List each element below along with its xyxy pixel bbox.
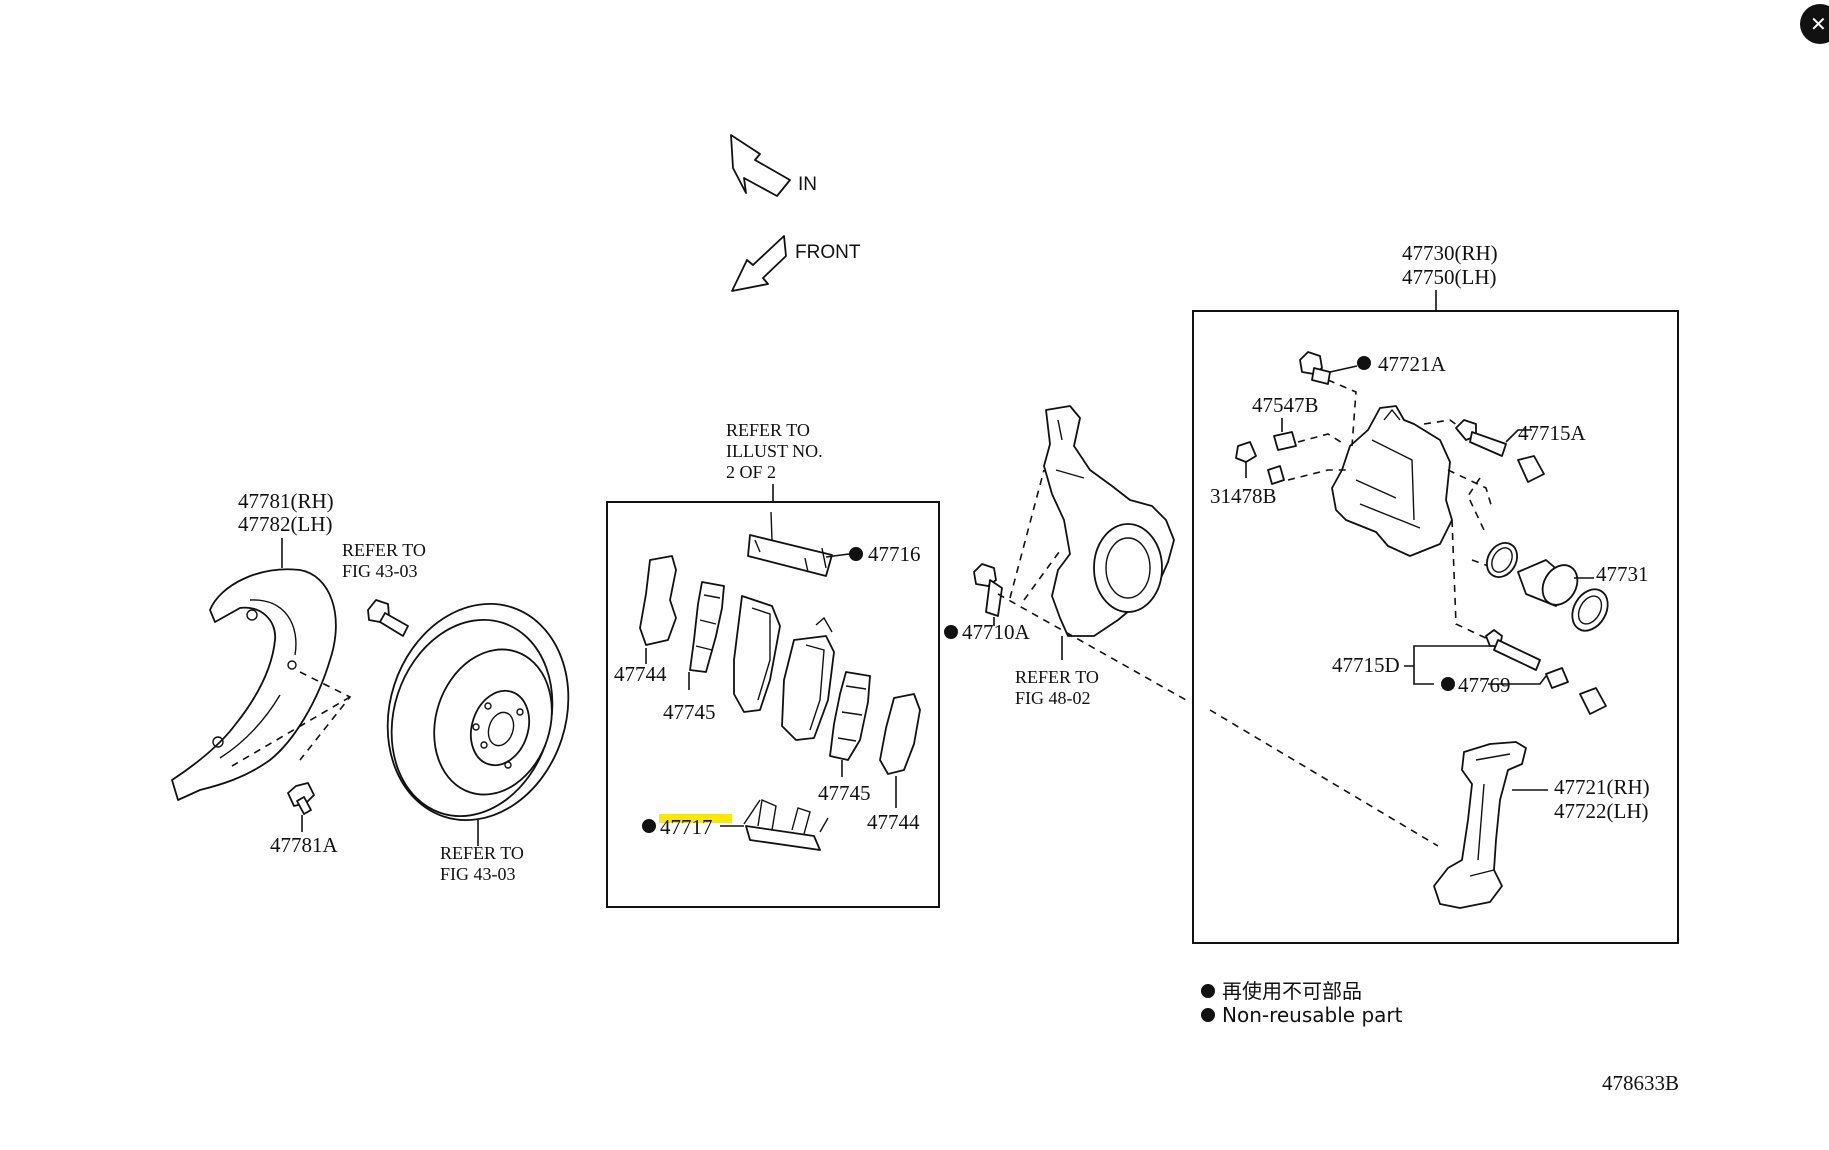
dust-cover-dash	[231, 671, 352, 767]
anti-squeal-shim-left-callout: 47744	[614, 662, 667, 686]
caliper-bolt-leader	[1329, 365, 1358, 373]
rotor-ref-bottom-2: FIG 43-03	[440, 864, 516, 884]
pad-support-lower-dot	[642, 819, 656, 833]
dust-cover-part	[171, 568, 337, 801]
pad-kit-ref-3: 2 OF 2	[726, 462, 776, 482]
legend-en: Non-reusable part	[1222, 1003, 1403, 1027]
brake-pad-left-part	[733, 595, 781, 713]
pad-support-plate-lower-part	[743, 799, 829, 851]
mounting-dash-line	[1209, 709, 1439, 847]
knuckle-ref-2: FIG 48-02	[1015, 688, 1091, 708]
slide-pin-boot-upper-part	[1517, 455, 1545, 483]
mount-bolt-callout: 47710A	[962, 620, 1031, 644]
pad-kit-ref-2: ILLUST NO.	[726, 441, 823, 461]
bleeder-plug-lower-part	[1267, 465, 1285, 485]
slide-pin-upper-part	[1455, 419, 1507, 457]
dust-cover-bolt-callout: 47781A	[270, 833, 339, 857]
close-icon[interactable]: ✕	[1810, 12, 1827, 36]
caliper-bolt-part	[1299, 351, 1331, 385]
inner-shim-left-callout: 47745	[663, 700, 716, 724]
caliper-body-part	[1331, 405, 1453, 557]
dust-boot-part	[1571, 588, 1609, 632]
figure-number: 478633B	[1602, 1071, 1679, 1095]
front-label: FRONT	[795, 242, 861, 263]
dust-cover-bolt-part	[287, 782, 315, 815]
mount-bolt-part	[973, 563, 1003, 617]
rotor-ref-top-1: REFER TO	[342, 540, 426, 560]
rotor-ref-bottom-1: REFER TO	[440, 843, 524, 863]
caliper-bolt-dot	[1357, 356, 1371, 370]
mounting-callout-1: 47721(RH)	[1554, 775, 1650, 799]
pad-support-upper-dot	[849, 547, 863, 561]
anti-squeal-shim-right-part	[879, 693, 921, 775]
pad-support-upper-leader	[825, 553, 850, 558]
knuckle-dash-lines	[997, 469, 1187, 701]
pad-kit-box	[606, 501, 940, 908]
piston-callout: 47731	[1596, 562, 1649, 586]
caliper-box	[1192, 310, 1679, 944]
legend-dot-jp	[1201, 984, 1215, 998]
slide-pin-lower-callout: 47715D	[1332, 653, 1400, 677]
boot-small-part	[1545, 667, 1569, 689]
rotor-ref-top-2: FIG 43-03	[342, 561, 418, 581]
hub-bolt-part	[367, 599, 409, 637]
caliper-assy-callout-1: 47730(RH)	[1402, 241, 1498, 265]
bleeder-cap-callout: 31478B	[1210, 484, 1277, 508]
caliper-bolt-callout: 47721A	[1378, 352, 1447, 376]
close-button[interactable]: ✕	[1800, 4, 1829, 44]
pad-support-lower-highlight	[659, 814, 732, 823]
anti-squeal-shim-right-callout: 47744	[867, 810, 920, 834]
pad-kit-ref-1: REFER TO	[726, 420, 810, 440]
boot-dot	[1441, 677, 1455, 691]
slide-pin-lower-bracket	[1404, 645, 1490, 685]
bleeder-cap-part	[1235, 441, 1257, 463]
in-label: IN	[798, 174, 817, 195]
inner-shim-right-callout: 47745	[818, 781, 871, 805]
mounting-callout-2: 47722(LH)	[1554, 799, 1648, 823]
inner-shim-left-part	[689, 581, 725, 673]
knuckle-ref-1: REFER TO	[1015, 667, 1099, 687]
legend-jp: 再使用不可部品	[1222, 979, 1362, 1003]
boot-callout: 47769	[1458, 673, 1511, 697]
slide-pin-upper-leader	[1505, 429, 1532, 443]
in-direction-arrow	[730, 134, 791, 197]
mount-bolt-dot	[944, 625, 958, 639]
slide-pin-lower-part	[1485, 629, 1541, 671]
anti-squeal-shim-left-part	[639, 555, 677, 646]
caliper-mounting-part	[1433, 741, 1527, 909]
bleeder-plug-callout: 47547B	[1252, 393, 1319, 417]
legend-dot-en	[1201, 1008, 1215, 1022]
boot-leader	[1488, 675, 1547, 685]
slide-pin-upper-callout: 47715A	[1518, 421, 1587, 445]
inner-shim-right-part	[829, 671, 871, 761]
steering-knuckle-part	[1043, 405, 1175, 637]
front-direction-arrow	[731, 235, 787, 292]
dust-cover-callout-2: 47782(LH)	[238, 512, 332, 536]
disc-rotor-part	[386, 603, 570, 821]
brake-pad-right-part	[781, 616, 835, 741]
caliper-assy-callout-2: 47750(LH)	[1402, 265, 1496, 289]
pad-support-plate-upper-part	[747, 511, 833, 577]
slide-pin-boot-lower-part	[1579, 687, 1607, 715]
bleeder-plug-part	[1273, 431, 1297, 451]
caliper-dash-lines	[1287, 379, 1495, 641]
seal-ring-part	[1486, 542, 1518, 578]
piston-part	[1517, 559, 1579, 607]
pad-support-upper-callout: 47716	[868, 542, 921, 566]
pad-support-lower-callout: 47717	[660, 815, 713, 839]
dust-cover-callout-1: 47781(RH)	[238, 489, 334, 513]
